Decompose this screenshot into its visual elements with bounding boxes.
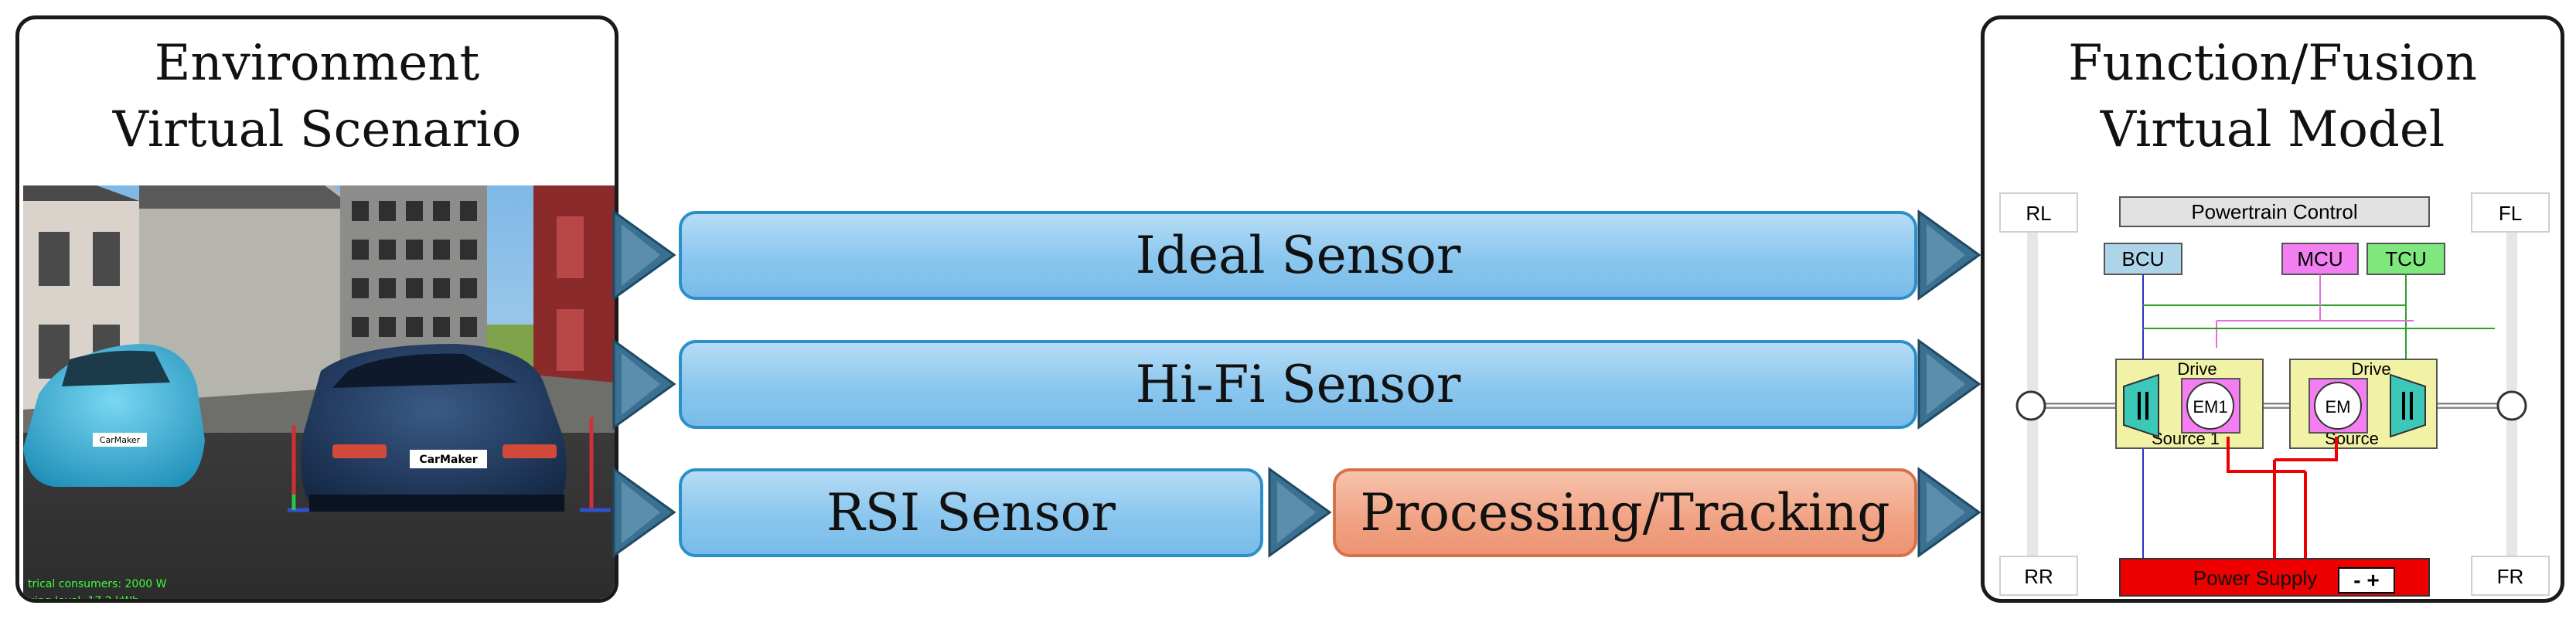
powertrain-control-label: Powertrain Control	[2191, 200, 2357, 223]
arrow-out-hifi	[1917, 338, 1981, 430]
status-consumers: trical consumers: 2000 W	[28, 578, 167, 590]
em-label: EM	[2326, 397, 2351, 417]
bcu-label: BCU	[2122, 247, 2165, 270]
virtual-scenario-image: CarMaker CarMaker trical consumers: 2000…	[23, 185, 615, 603]
em1-label: EM1	[2193, 397, 2227, 417]
label-fl: FL	[2499, 202, 2522, 225]
powertrain-diagram: RL FL RR FR Powertrain Control BCU MCU T…	[1999, 192, 2550, 597]
power-supply-label: Power Supply	[2193, 566, 2317, 590]
environment-title-line1: Environment	[154, 35, 480, 92]
arrow-out-ideal	[1917, 209, 1981, 301]
function-title-line1: Function/Fusion	[2068, 35, 2477, 92]
battery-symbol: - +	[2353, 568, 2379, 592]
label-rl: RL	[2026, 202, 2051, 225]
function-fusion-panel: Function/Fusion Virtual Model RL FL RR F…	[1981, 15, 2564, 603]
tcu-label: TCU	[2385, 247, 2426, 270]
sedan-badge: CarMaker	[419, 454, 477, 466]
arrow-rsi-to-processing	[1268, 467, 1332, 558]
arrow-in-hifi	[612, 338, 676, 430]
environment-panel: Environment Virtual Scenario	[15, 15, 618, 603]
arrow-in-ideal	[612, 209, 676, 301]
environment-title-line2: Virtual Scenario	[112, 101, 522, 158]
status-charging: ging level: 17.2 kWh	[28, 595, 139, 603]
processing-tracking-bar: Processing/Tracking	[1333, 468, 1917, 557]
drive-left-label: Drive	[2177, 359, 2217, 379]
arrow-in-rsi	[612, 467, 676, 558]
label-rr: RR	[2024, 565, 2053, 588]
cyan-car-badge: CarMaker	[100, 435, 141, 445]
arrow-out-processing	[1917, 467, 1981, 558]
rsi-sensor-bar: RSI Sensor	[679, 468, 1263, 557]
mcu-label: MCU	[2297, 247, 2343, 270]
function-title-line2: Virtual Model	[2100, 101, 2445, 158]
label-fr: FR	[2497, 565, 2524, 588]
drive-right-label: Drive	[2351, 359, 2390, 379]
hifi-sensor-bar: Hi-Fi Sensor	[679, 340, 1917, 429]
ideal-sensor-bar: Ideal Sensor	[679, 211, 1917, 300]
